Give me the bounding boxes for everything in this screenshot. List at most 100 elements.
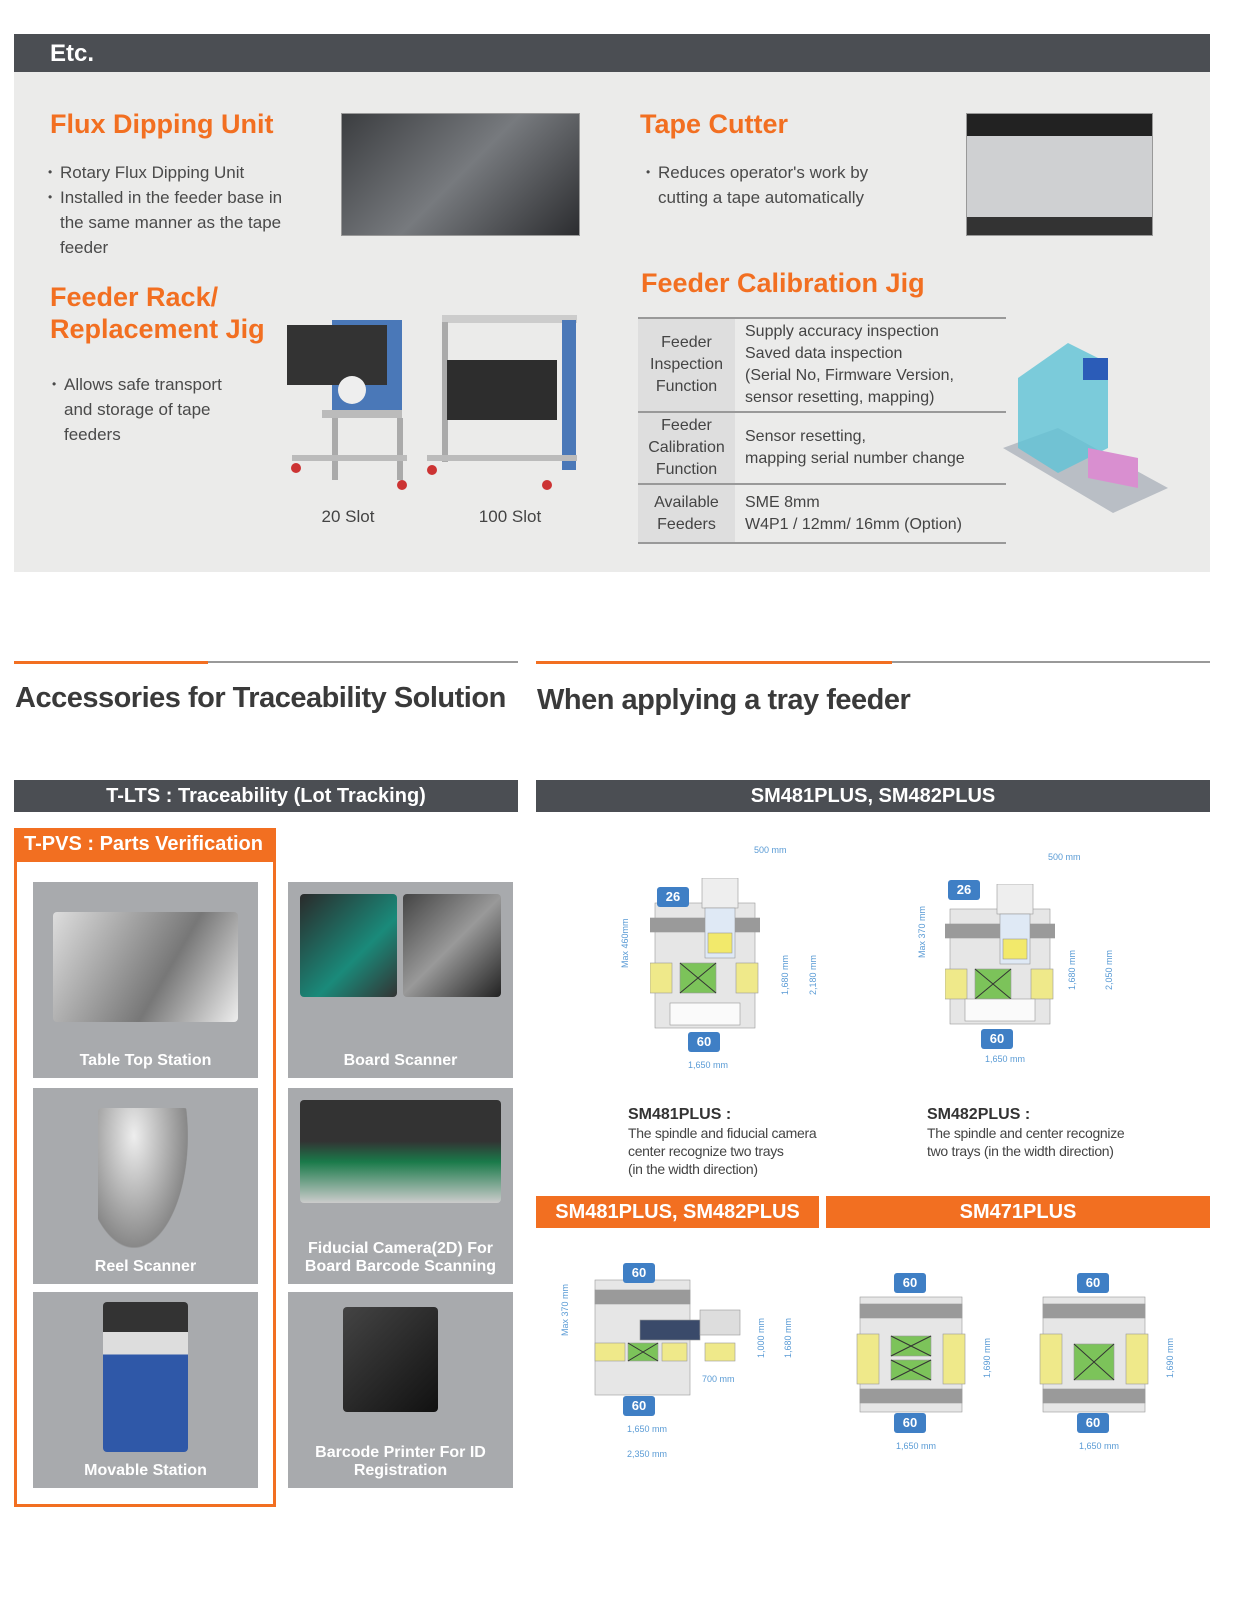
note-line: The spindle and fiducial camera: [628, 1125, 817, 1141]
tray-cross: [679, 962, 717, 994]
dimension-label: 500 mm: [1048, 852, 1081, 862]
feeder: [1030, 968, 1054, 1000]
dimension-label: Max 460mm: [620, 918, 630, 968]
rack-bullets: Allows safe transport and storage of tap…: [52, 372, 252, 447]
divider: [14, 661, 518, 664]
gantry-rail: [594, 1289, 691, 1305]
gantry-rail: [1042, 1388, 1146, 1404]
bullet: Allows safe transport and storage of tap…: [52, 372, 252, 447]
divider-accent: [14, 661, 208, 664]
tile-table-top-station: Table Top Station: [33, 882, 258, 1078]
feeder: [942, 1333, 966, 1385]
value-line: W4P1 / 12mm/ 16mm (Option): [745, 515, 962, 533]
dimension-label: 1,680 mm: [1067, 949, 1077, 990]
bullet: Installed in the feeder base in the same…: [48, 185, 308, 260]
sm481-sm482-bar: SM481PLUS, SM482PLUS: [536, 780, 1210, 812]
tray: [707, 932, 733, 954]
dimension-label: 2,050 mm: [1104, 949, 1114, 990]
machine-diagram: [856, 1296, 966, 1413]
board-scanner-image: [403, 894, 501, 997]
note-title: SM482PLUS :: [927, 1106, 1031, 1123]
feeder-count-badge: 60: [981, 1029, 1013, 1049]
feeder-count-badge: 60: [894, 1413, 926, 1433]
tray-tower: [699, 1309, 741, 1336]
table-top-station-image: [53, 912, 238, 1022]
traceability-heading: Accessories for Traceability Solution: [15, 682, 506, 714]
note-title: SM481PLUS :: [628, 1106, 732, 1123]
rack-title: Feeder Rack/Replacement Jig: [50, 281, 265, 345]
sm482-note: SM482PLUS : The spindle and center recogn…: [927, 1106, 1125, 1160]
divider: [536, 661, 1210, 664]
feeder-count-badge: 60: [1077, 1273, 1109, 1293]
dimension-label: 1,650 mm: [1079, 1441, 1120, 1451]
barcode-printer-image: [343, 1307, 438, 1412]
value-line: (Serial No, Firmware Version,: [745, 367, 954, 384]
tile-caption: Reel Scanner: [94, 1258, 197, 1275]
tray-tower: [996, 884, 1034, 915]
board-scanner-image: [300, 894, 397, 997]
dimension-label: 700 mm: [702, 1374, 735, 1384]
dimension-label: 1,690 mm: [982, 1337, 992, 1378]
feeder: [704, 1342, 736, 1362]
dimension-label: 1,680 mm: [783, 1317, 793, 1358]
rack-title-line: Replacement Jig: [50, 314, 265, 344]
movable-station-image: [103, 1302, 188, 1452]
value-line: Sensor resetting,: [745, 428, 866, 445]
dimension-label: 2,350 mm: [627, 1449, 668, 1459]
value-line: Supply accuracy inspection: [745, 323, 939, 340]
row-head: Feeder Calibration Function: [638, 411, 735, 484]
gantry-rail: [1042, 1303, 1146, 1319]
tape-cutter-image: [966, 113, 1153, 236]
flux-title: Flux Dipping Unit: [50, 109, 274, 139]
dimension-label: Max 370 mm: [560, 1283, 570, 1336]
feeder-count-badge: 60: [1077, 1413, 1109, 1433]
feeder: [1125, 1333, 1149, 1385]
feeder-count-badge: 26: [948, 880, 980, 900]
dimension-label: 1,690 mm: [1165, 1337, 1175, 1378]
tray-shuttle: [639, 1319, 701, 1341]
conveyor: [964, 998, 1036, 1022]
feeder-racks-image: [287, 315, 577, 490]
feeder-count-badge: 60: [688, 1032, 720, 1052]
feeder-count-badge: 60: [623, 1263, 655, 1283]
flux-unit-image: [341, 113, 580, 236]
row-head: Feeder Inspection Function: [638, 317, 735, 412]
feeder: [735, 962, 759, 994]
feeder-count-badge: 26: [657, 887, 689, 907]
machine-diagram: [945, 884, 1055, 1025]
tile-caption: Fiducial Camera(2D) For Board Barcode Sc…: [304, 1240, 497, 1275]
sm481-note: SM481PLUS : The spindle and fiducial came…: [628, 1106, 817, 1178]
conveyor: [669, 1002, 741, 1026]
dimension-label: 2,180 mm: [808, 954, 818, 995]
tpvs-title: T-PVS : Parts Verification: [14, 828, 276, 862]
slot-100-label: 100 Slot: [478, 507, 542, 526]
dimension-label: Max 370 mm: [917, 905, 927, 958]
tray-feeder-heading: When applying a tray feeder: [537, 684, 911, 716]
value-line: mapping serial number change: [745, 450, 965, 467]
tray-cross: [974, 968, 1012, 1000]
value-line: SME 8mm: [745, 493, 820, 511]
feeder: [594, 1342, 626, 1362]
tray: [1002, 938, 1028, 960]
machine-diagram: [1039, 1296, 1149, 1413]
machine-diagram: [650, 878, 760, 1029]
fiducial-camera-image: [300, 1100, 501, 1203]
tile-caption: Movable Station: [84, 1462, 207, 1479]
gantry-rail: [859, 1303, 963, 1319]
tray-cross: [890, 1335, 932, 1357]
note-line: (in the width direction): [628, 1161, 758, 1177]
tape-bullets: Reduces operator's work by cutting a tap…: [646, 160, 896, 210]
dimension-label: 1,650 mm: [688, 1060, 729, 1070]
feeder: [661, 1342, 688, 1362]
tile-barcode-printer: Barcode Printer For ID Registration: [288, 1292, 513, 1488]
tray-cross: [627, 1342, 659, 1362]
tape-cutter-title: Tape Cutter: [640, 109, 789, 139]
note-line: The spindle and center recognize: [927, 1125, 1125, 1141]
dimension-label: 1,650 mm: [985, 1054, 1026, 1064]
dimension-label: 500 mm: [754, 845, 787, 855]
